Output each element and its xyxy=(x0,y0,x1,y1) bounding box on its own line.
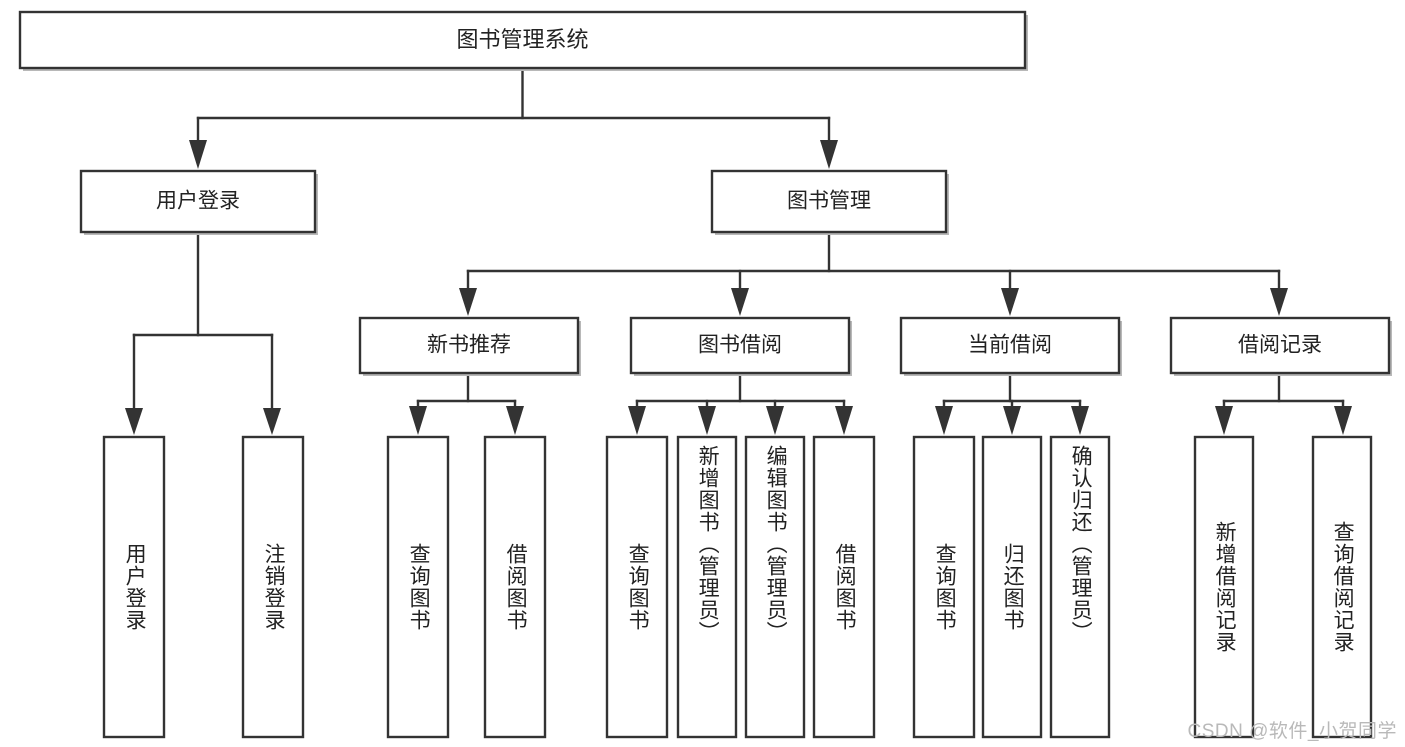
arrow-head-leaf-confirm-return xyxy=(1071,406,1089,435)
arrow-head-leaf-borrow-book-2 xyxy=(835,406,853,435)
connector-group-book-mgmt-children xyxy=(459,230,1288,316)
node-new-book-recommend-box[interactable] xyxy=(358,316,580,375)
leaf-box-query-record[interactable] xyxy=(1311,435,1373,739)
node-new-book-recommend-label: 新书推荐 xyxy=(427,334,511,357)
arrow-head-leaf-add-record xyxy=(1215,406,1233,435)
leaf-box-return-book[interactable] xyxy=(981,435,1043,739)
leaf-node-query-book-1[interactable] xyxy=(386,435,450,739)
arrow-head-leaf-borrow-book-1 xyxy=(506,406,524,435)
node-borrow-records-box[interactable] xyxy=(1169,316,1391,375)
leaf-node-return-book[interactable] xyxy=(981,435,1043,739)
node-book-management[interactable]: 图书管理 xyxy=(710,169,949,235)
node-borrow-records[interactable]: 借阅记录 xyxy=(1169,316,1392,376)
node-user-login-label: 用户登录 xyxy=(156,190,240,213)
leaf-box-edit-book[interactable] xyxy=(744,435,806,739)
node-current-borrow[interactable]: 当前借阅 xyxy=(899,316,1122,376)
node-user-login[interactable]: 用户登录 xyxy=(79,169,318,235)
leaf-box-add-record[interactable] xyxy=(1193,435,1255,739)
arrow-head-leaf-query-record xyxy=(1334,406,1352,435)
arrow-head-book-borrow xyxy=(731,288,749,316)
leaf-box-query-book-2[interactable] xyxy=(605,435,669,739)
leaf-node-borrow-book-2[interactable] xyxy=(812,435,876,739)
leaf-node-logout[interactable] xyxy=(241,435,305,739)
node-book-borrow-box[interactable] xyxy=(629,316,851,375)
leaf-node-query-book-2[interactable] xyxy=(605,435,669,739)
leaf-node-query-record[interactable] xyxy=(1311,435,1373,739)
connector-group-book-borrow-children xyxy=(628,371,853,435)
arrow-head-leaf-logout xyxy=(263,408,281,435)
leaf-node-add-book[interactable] xyxy=(676,435,738,739)
node-root-label: 图书管理系统 xyxy=(456,27,588,52)
arrow-head-leaf-query-book-3 xyxy=(935,406,953,435)
node-current-borrow-box[interactable] xyxy=(899,316,1121,375)
arrow-head-current-borrow xyxy=(1001,288,1019,316)
leaf-box-confirm-return[interactable] xyxy=(1049,435,1111,739)
csdn-watermark: CSDN @软件_小贺同学 xyxy=(1187,721,1397,742)
arrow-head-borrow-records xyxy=(1270,288,1288,316)
leaf-node-user-login[interactable] xyxy=(102,435,166,739)
leaf-box-user-login[interactable] xyxy=(102,435,166,739)
arrow-head-leaf-user-login xyxy=(125,408,143,435)
leaf-box-query-book-3[interactable] xyxy=(912,435,976,739)
leaf-box-add-book[interactable] xyxy=(676,435,738,739)
node-book-management-label: 图书管理 xyxy=(787,190,871,213)
arrow-head-book-mgmt xyxy=(820,140,838,169)
leaf-node-confirm-return[interactable] xyxy=(1049,435,1111,739)
connector-group-user-login-children xyxy=(125,230,281,435)
node-book-management-box[interactable] xyxy=(710,169,948,234)
node-current-borrow-label: 当前借阅 xyxy=(968,334,1052,357)
node-user-login-box[interactable] xyxy=(79,169,317,234)
arrow-head-leaf-add-book xyxy=(698,406,716,435)
leaf-node-edit-book[interactable] xyxy=(744,435,806,739)
leaf-box-logout[interactable] xyxy=(241,435,305,739)
node-new-book-recommend[interactable]: 新书推荐 xyxy=(358,316,581,376)
node-book-borrow-label: 图书借阅 xyxy=(698,334,782,357)
arrow-head-leaf-edit-book xyxy=(766,406,784,435)
leaf-box-query-book-1[interactable] xyxy=(386,435,450,739)
connector-group-borrow-records-children xyxy=(1215,371,1352,435)
connector-group-root-to-level2 xyxy=(189,66,838,169)
leaf-box-borrow-book-1[interactable] xyxy=(483,435,547,739)
node-root-system[interactable]: 图书管理系统 xyxy=(18,10,1028,71)
connector-group-new-book-rec-children xyxy=(409,371,524,435)
leaf-node-borrow-book-1[interactable] xyxy=(483,435,547,739)
connector-group-current-borrow-children xyxy=(935,371,1089,435)
leaf-node-add-record[interactable] xyxy=(1193,435,1255,739)
leaf-box-borrow-book-2[interactable] xyxy=(812,435,876,739)
arrow-head-leaf-query-book-2 xyxy=(628,406,646,435)
arrow-head-user-login xyxy=(189,140,207,169)
node-book-borrow[interactable]: 图书借阅 xyxy=(629,316,852,376)
node-root-box[interactable] xyxy=(18,10,1027,70)
node-borrow-records-label: 借阅记录 xyxy=(1238,334,1322,357)
arrow-head-leaf-return-book xyxy=(1003,406,1021,435)
arrow-head-new-book-rec xyxy=(459,288,477,316)
leaf-node-query-book-3[interactable] xyxy=(912,435,976,739)
arrow-head-leaf-query-book-1 xyxy=(409,406,427,435)
